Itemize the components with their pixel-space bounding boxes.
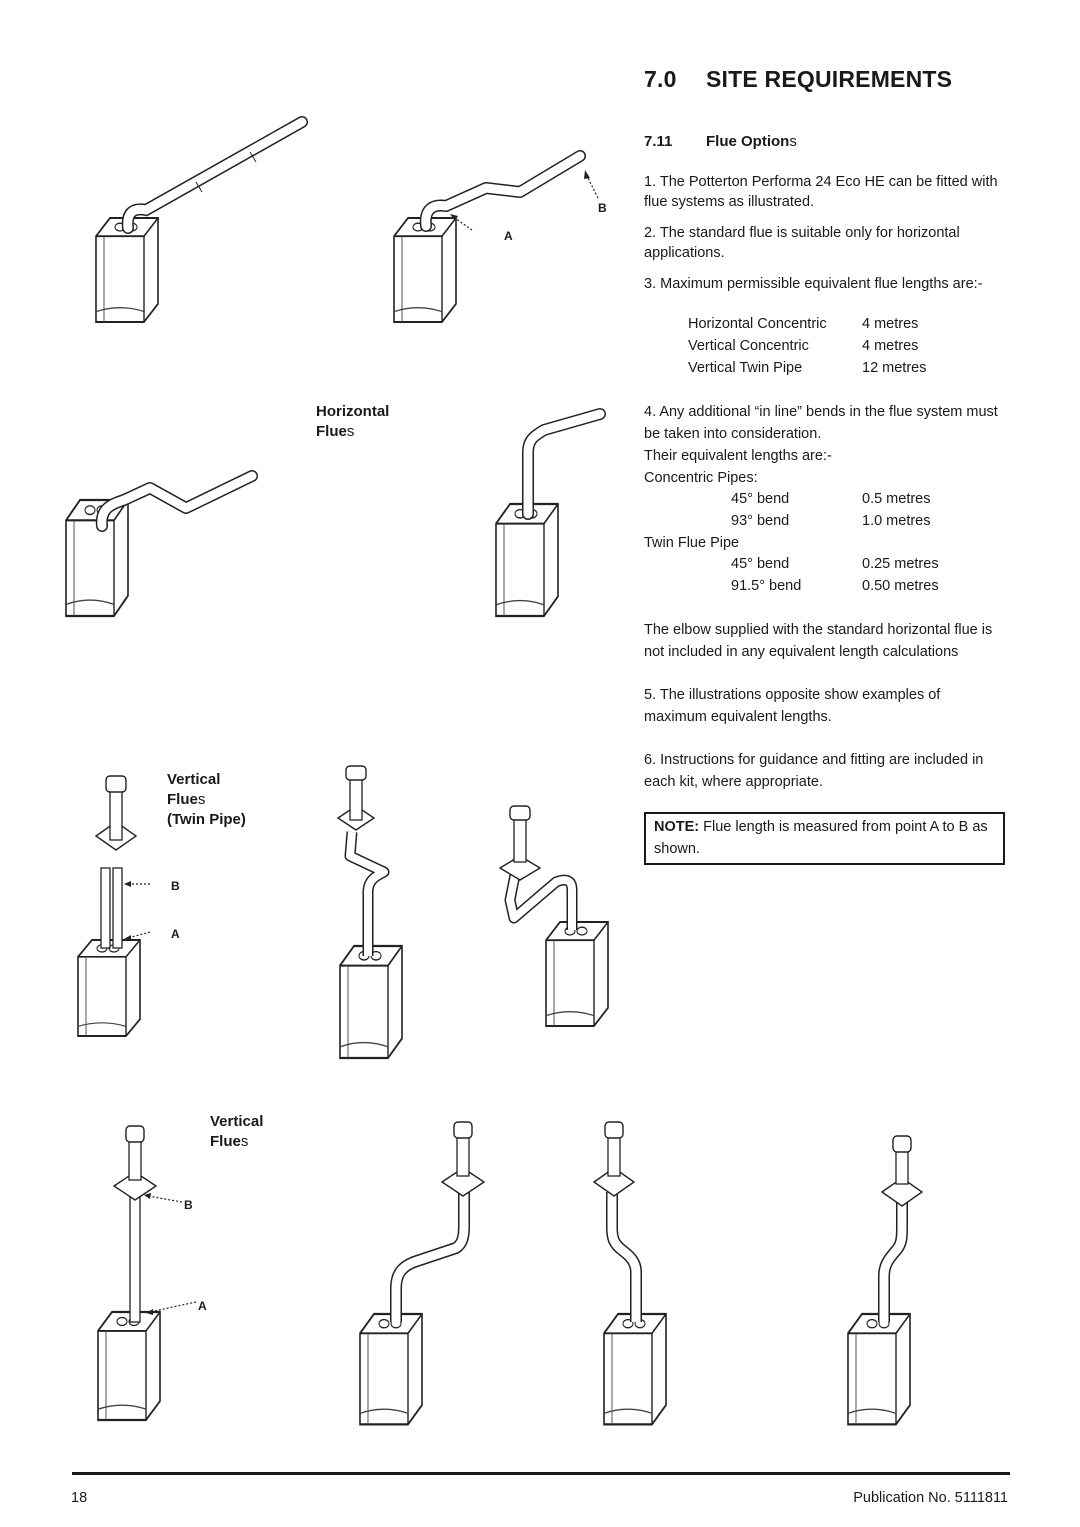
horizontal-flues-label: Horizontal Flues [316, 403, 390, 440]
vertical-flues-label: Vertical Flues [210, 1113, 264, 1150]
vertical-twin-flue-1 [77, 775, 151, 1037]
point-b-label: B [184, 1198, 193, 1212]
concentric-pipes-heading: Concentric Pipes: [644, 470, 758, 486]
paragraph-2: 2. The standard flue is suitable only fo… [644, 225, 960, 261]
page-number: 18 [71, 1490, 88, 1506]
vertical-flue-3 [592, 1121, 668, 1426]
paragraph-6: 6. Instructions for guidance and fitting… [644, 752, 984, 790]
point-b-label: B [171, 879, 180, 893]
vertical-twin-flues-label: Vertical Flues (Twin Pipe) [167, 771, 246, 828]
horizontal-flue-3 [64, 470, 258, 618]
paragraph-3: 3. Maximum permissible equivalent flue l… [644, 276, 983, 292]
point-a-label: A [504, 229, 513, 243]
note-text: Flue length is measured from point A to … [654, 819, 988, 857]
vertical-twin-flue-2 [336, 765, 404, 1060]
vertical-flue-4 [846, 1135, 924, 1426]
vertical-twin-flue-3 [498, 805, 610, 1028]
vertical-flue-1 [96, 1125, 197, 1422]
equivalent-lengths-intro: Their equivalent lengths are:- [644, 448, 832, 464]
paragraph-1: 1. The Potterton Performa 24 Eco HE can … [644, 174, 998, 210]
point-b-label: B [598, 201, 607, 215]
point-a-label: A [198, 1299, 207, 1313]
note-box: NOTE: Flue length is measured from point… [644, 812, 1005, 865]
paragraph-4: 4. Any additional “in line” bends in the… [644, 404, 998, 442]
horizontal-flue-2 [392, 150, 599, 324]
note-label: NOTE: [654, 819, 700, 835]
elbow-paragraph: The elbow supplied with the standard hor… [644, 622, 993, 660]
vertical-flue-2 [358, 1121, 486, 1426]
point-a-label: A [171, 927, 180, 941]
horizontal-flue-1 [94, 116, 308, 324]
paragraph-5: 5. The illustrations opposite show examp… [644, 687, 941, 725]
horizontal-flue-4 [494, 408, 606, 618]
publication-number: Publication No. 5111811 [853, 1490, 1008, 1506]
twin-flue-pipe-heading: Twin Flue Pipe [644, 535, 740, 551]
footer-rule [72, 1472, 1010, 1475]
